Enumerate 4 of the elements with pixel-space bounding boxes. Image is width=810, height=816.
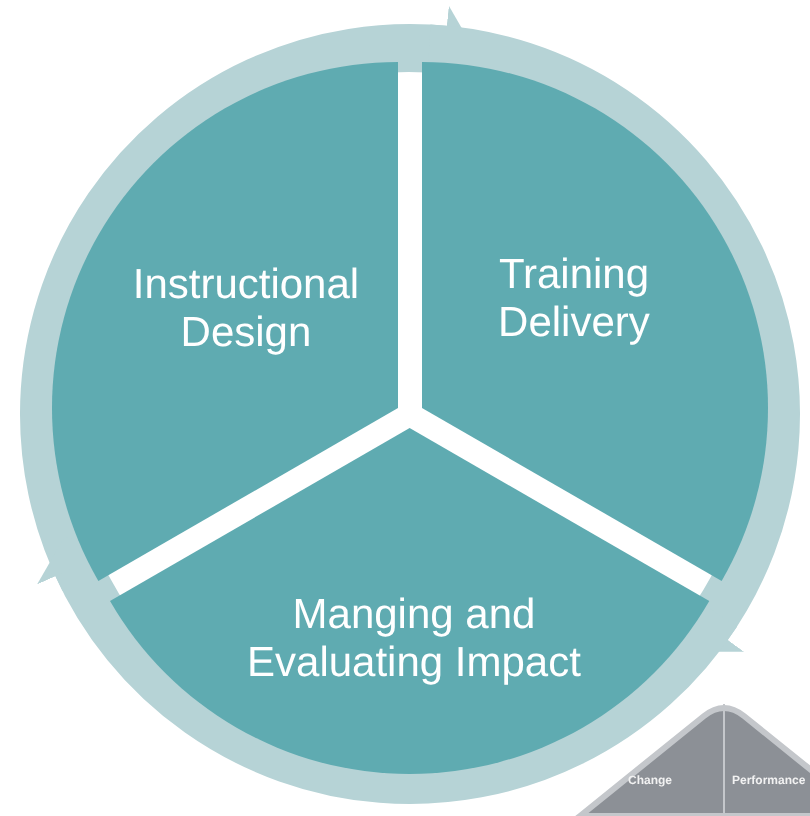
segment-label: Instructional Design xyxy=(130,262,362,358)
segment-label: Training Delivery xyxy=(496,252,652,348)
segment-label: Manging and Evaluating Impact xyxy=(245,592,583,688)
cycle-arrow xyxy=(426,24,800,653)
